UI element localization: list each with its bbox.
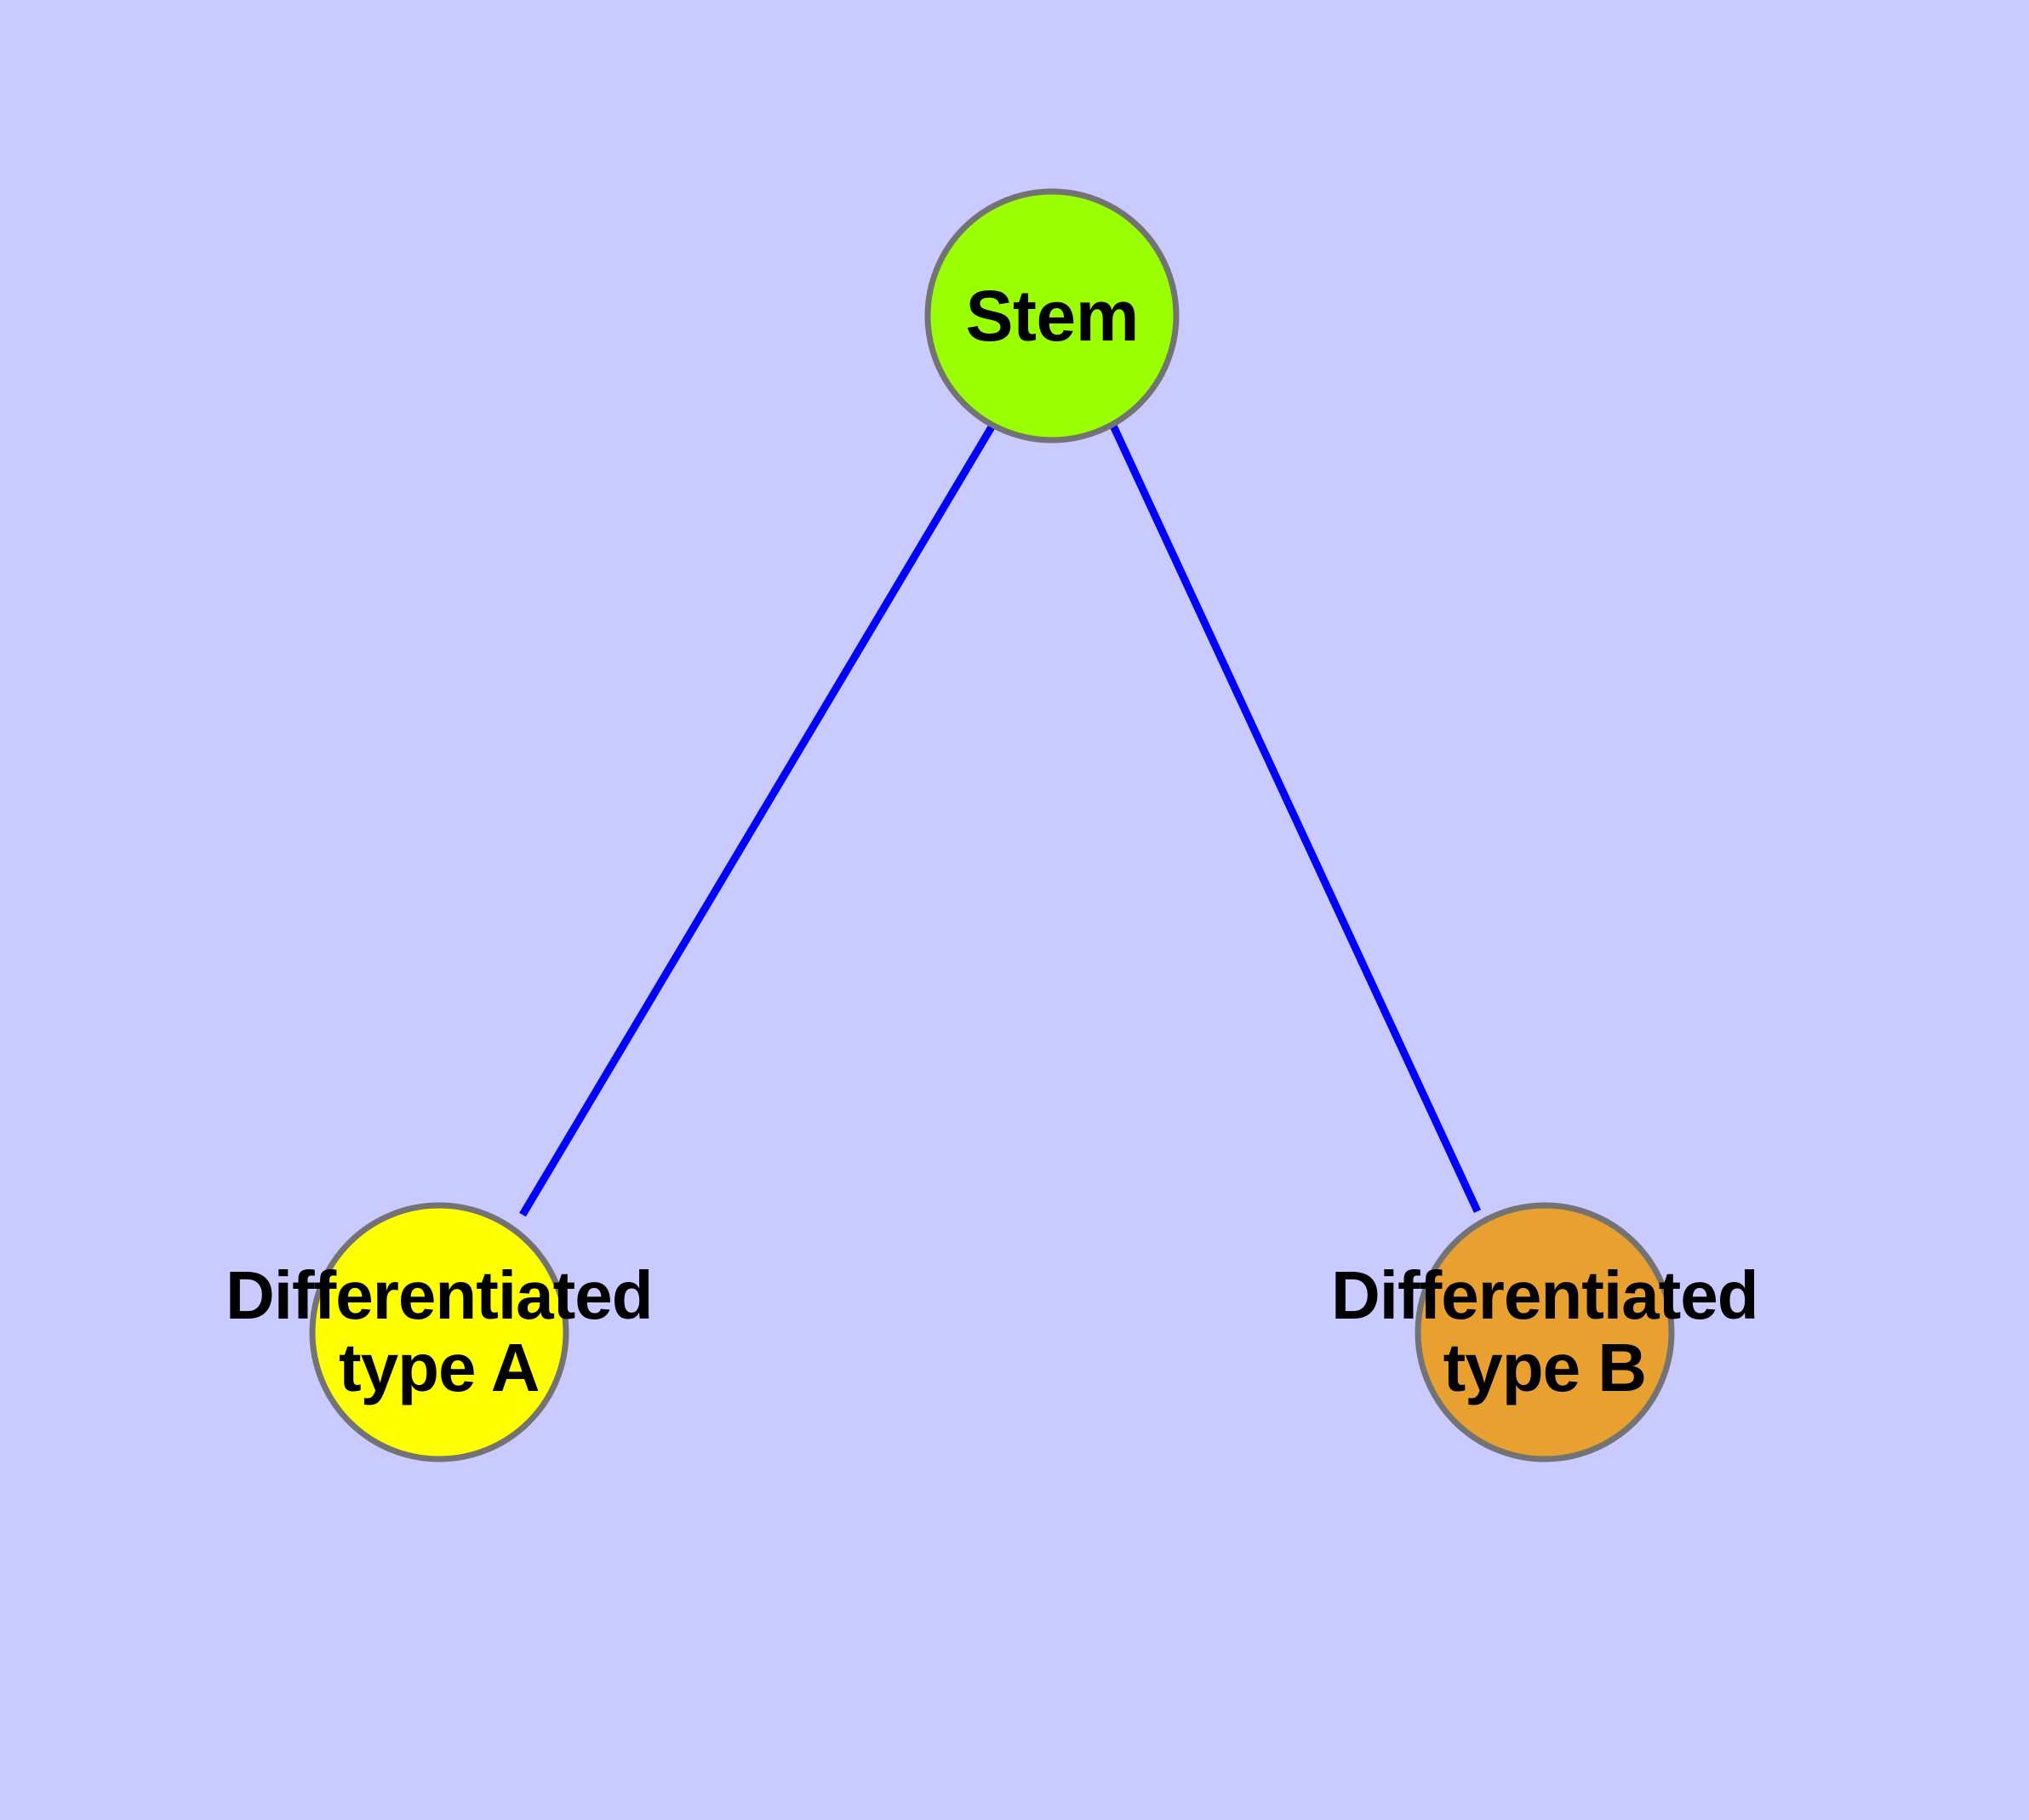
graph-edge-stem-to-b — [1109, 424, 1482, 1213]
graph-node-stem[interactable] — [924, 188, 1180, 444]
edge-layer — [519, 423, 1482, 1217]
node-layer — [309, 188, 1675, 1462]
graph-node-diff_a[interactable] — [309, 1202, 569, 1462]
graph-node-diff_b[interactable] — [1415, 1202, 1675, 1462]
graph-edge-stem-to-a — [519, 423, 996, 1217]
